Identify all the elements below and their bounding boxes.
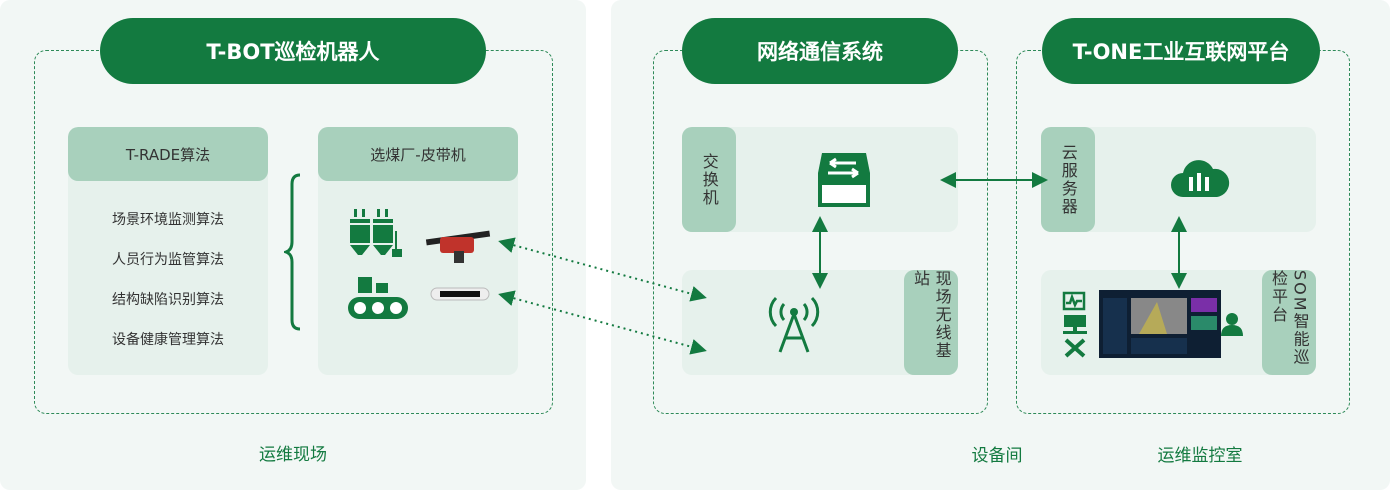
cloud-server-icon	[1171, 160, 1230, 197]
brace-icon	[284, 173, 301, 331]
site-header: 选煤厂-皮带机	[318, 127, 518, 181]
algorithm-header: T-RADE算法	[68, 127, 268, 181]
camera-image	[430, 287, 490, 301]
robot-footer: 运维现场	[259, 445, 327, 465]
dashboard-screenshot	[1099, 290, 1221, 358]
switch-icon	[818, 153, 870, 207]
station-label: 现场无线基站	[904, 270, 958, 375]
algorithm-item: 场景环境监测算法	[112, 212, 224, 228]
platform-footer: 运维监控室	[1157, 446, 1243, 466]
network-footer: 设备间	[971, 446, 1023, 466]
antenna-icon	[768, 296, 820, 353]
som-label: SOM智能巡检平台	[1262, 270, 1316, 375]
cloud-label: 云服务器	[1041, 127, 1095, 232]
network-title: 网络通信系统	[682, 18, 958, 84]
robot-wireless-link	[498, 237, 707, 302]
som-box: SOM智能巡检平台	[1041, 270, 1316, 375]
conveyor-icon	[348, 277, 408, 319]
algorithm-box: T-RADE算法 场景环境监测算法 人员行为监管算法 结构缺陷识别算法 设备健康…	[68, 127, 268, 375]
camera-wireless-link	[498, 290, 707, 355]
platform-title: T-ONE工业互联网平台	[1042, 18, 1320, 84]
cloud-box: 云服务器	[1041, 127, 1316, 232]
algorithm-item: 设备健康管理算法	[112, 332, 224, 348]
robot-title: T-BOT巡检机器人	[100, 18, 486, 84]
algorithm-item: 结构缺陷识别算法	[112, 292, 224, 308]
algorithm-item: 人员行为监管算法	[112, 252, 224, 268]
switch-box: 交换机	[682, 127, 958, 232]
switch-label: 交换机	[682, 127, 736, 232]
person-icon	[1221, 313, 1243, 336]
site-box: 选煤厂-皮带机	[318, 127, 518, 375]
robot-image	[425, 230, 491, 263]
monitor-tools-icon	[1062, 291, 1087, 358]
silo-icon	[350, 209, 402, 257]
